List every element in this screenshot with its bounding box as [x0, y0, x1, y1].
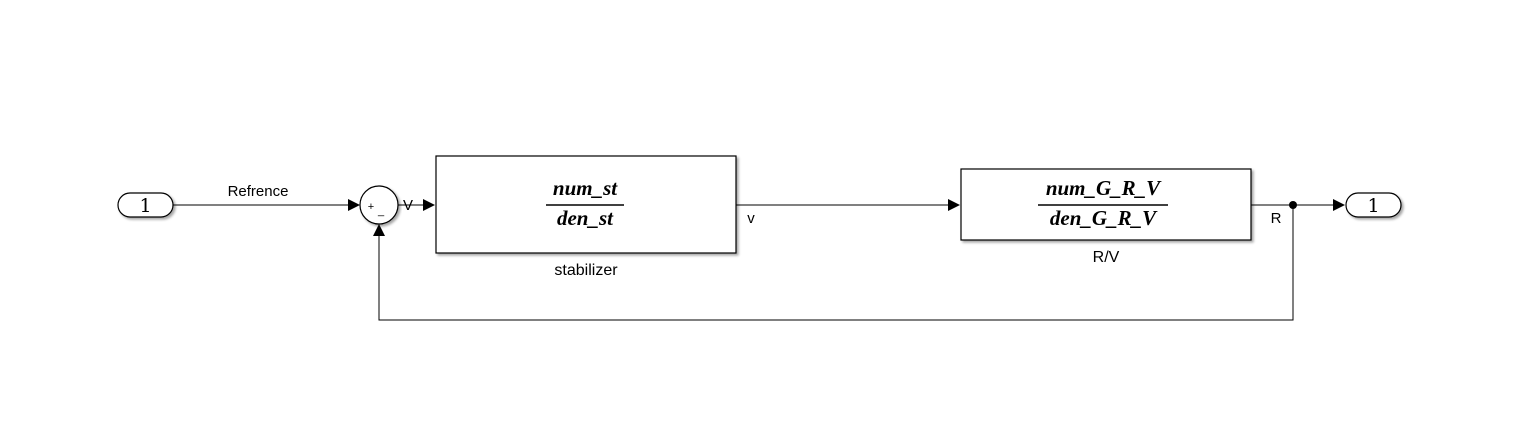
plant-block-name: R/V [1093, 249, 1120, 266]
sum-plus-sign: + [368, 201, 374, 213]
plant-denominator: den_G_R_V [1050, 206, 1158, 230]
stabilizer-denominator: den_st [557, 206, 614, 230]
stabilizer-numerator: num_st [553, 176, 618, 200]
stabilizer-transfer-fcn-block[interactable]: num_st den_st [435, 155, 737, 254]
feedback-signal-line[interactable] [373, 205, 1294, 321]
reference-signal-label: Refrence [228, 183, 289, 200]
control-signal-label: v [747, 210, 755, 227]
reference-signal-line[interactable] [173, 199, 360, 211]
output-signal-line[interactable] [1251, 199, 1345, 211]
stabilizer-block-name: stabilizer [554, 262, 618, 279]
plant-transfer-fcn-block[interactable]: num_G_R_V den_G_R_V [960, 168, 1252, 241]
output-signal-label: R [1271, 210, 1282, 227]
error-signal-label: V [403, 197, 413, 214]
control-signal-line[interactable] [736, 199, 960, 211]
inport-number: 1 [139, 195, 151, 217]
plant-numerator: num_G_R_V [1046, 176, 1162, 200]
outport-number: 1 [1367, 195, 1379, 217]
sum-minus-sign: _ [377, 205, 385, 217]
error-signal-line[interactable] [398, 199, 435, 211]
inport-block[interactable]: 1 [117, 192, 174, 218]
outport-block[interactable]: 1 [1345, 192, 1402, 218]
sum-block[interactable]: + _ [359, 185, 399, 225]
